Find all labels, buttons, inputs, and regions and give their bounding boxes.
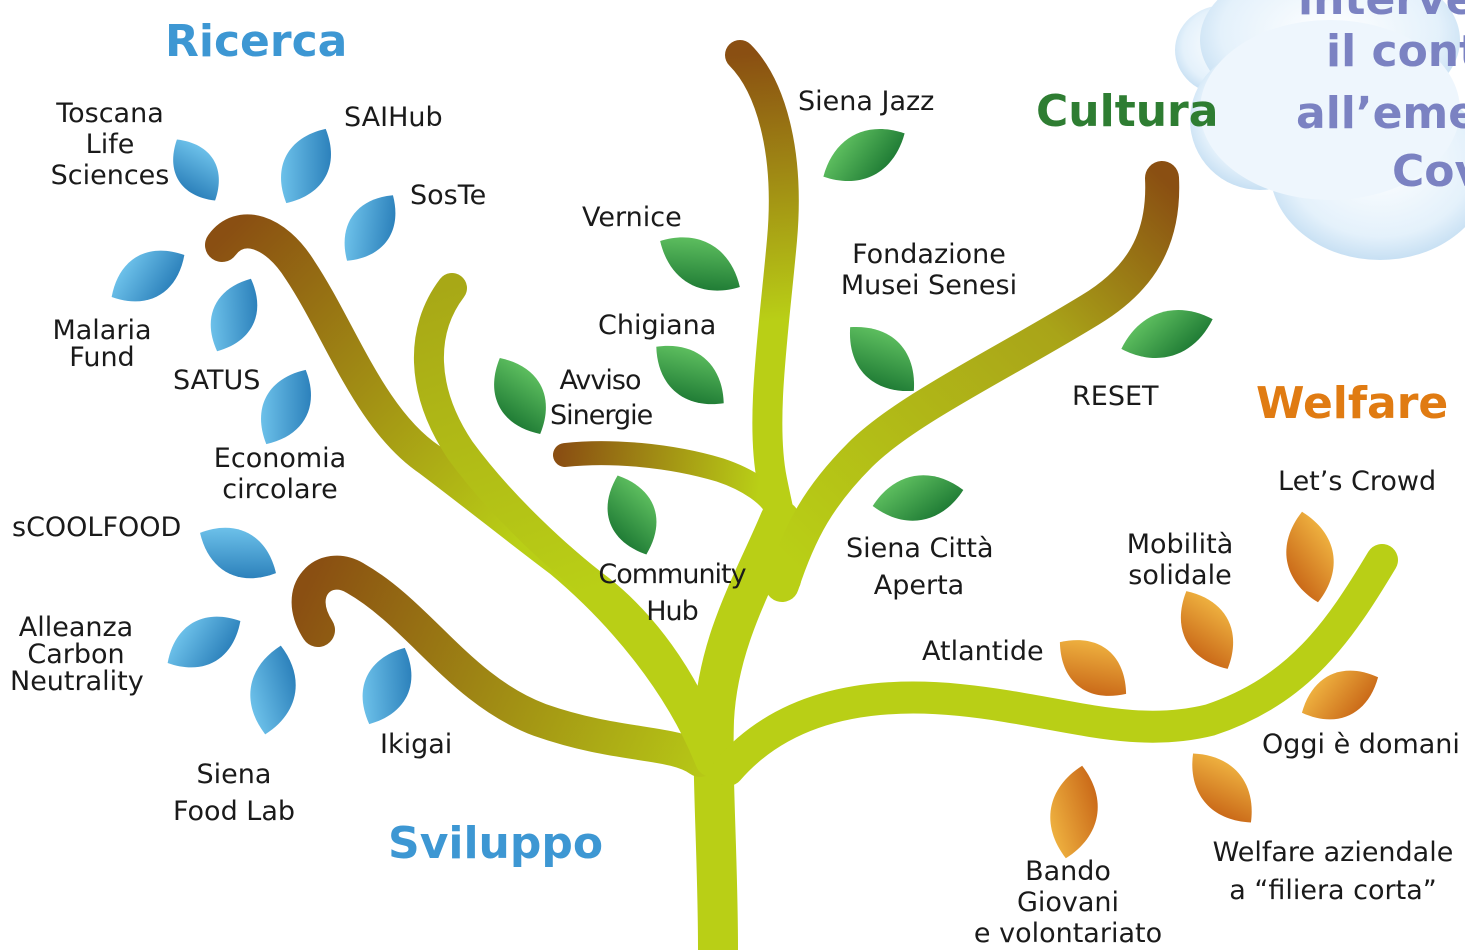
label-line: Neutrality	[10, 666, 144, 697]
label-line: Hub	[646, 596, 699, 627]
leaf-avviso-sinergie	[494, 358, 546, 434]
category-cultura: Cultura	[1036, 86, 1219, 137]
label-line: Sciences	[50, 160, 170, 191]
leaf-lets-crowd	[1286, 511, 1334, 603]
branch-sviluppo	[291, 555, 717, 777]
label-line: Bando	[1025, 856, 1111, 887]
category-ricerca: Ricerca	[165, 16, 348, 67]
label-line: Musei Senesi	[840, 270, 1018, 301]
label-ikigai: Ikigai	[380, 729, 453, 760]
label-line: Aperta	[873, 570, 965, 601]
leaf-toscana-life-sciences	[173, 139, 219, 201]
label-economia-circolare: Economia circolare	[210, 443, 350, 505]
cloud-text-line-3: all’eme	[1296, 88, 1465, 139]
leaf-siena-jazz	[823, 129, 905, 181]
label-scoolfood: sCOOLFOOD	[12, 512, 182, 543]
label-fondazione-musei-senesi: Fondazione Musei Senesi	[840, 239, 1018, 301]
leaf-soste	[344, 195, 396, 261]
leaf-malaria-fund	[111, 250, 185, 302]
label-line: Welfare aziendale	[1212, 837, 1454, 868]
label-line: Economia	[213, 443, 347, 474]
label-line: Toscana	[56, 98, 164, 129]
label-line: Sinergie	[550, 400, 653, 431]
label-satus: SATUS	[173, 365, 261, 396]
label-chigiana: Chigiana	[598, 310, 717, 341]
label-welfare-aziendale: Welfare aziendale a “filiera corta”	[1210, 834, 1456, 910]
label-soste: SosTe	[410, 180, 487, 211]
leaf-ikigai	[362, 647, 412, 725]
label-mobilita-solidale: Mobilità solidale	[1122, 529, 1238, 591]
label-vernice: Vernice	[582, 202, 682, 233]
leaf-vernice	[660, 237, 740, 291]
label-oggi-e-domani: Oggi è domani	[1262, 729, 1460, 760]
leaf-reset	[1121, 310, 1213, 358]
cloud-text-line-2: il cont	[1326, 26, 1465, 77]
leaf-fondazione-musei	[850, 327, 914, 391]
leaf-saihub	[281, 128, 331, 204]
leaf-welfare-aziendale	[1192, 753, 1252, 823]
label-bando-giovani-volontariato: Bando Giovani e volontariato	[970, 856, 1166, 949]
label-line: a “filiera corta”	[1229, 875, 1437, 906]
label-reset: RESET	[1072, 381, 1159, 412]
label-line: Food Lab	[172, 796, 296, 827]
label-lets-crowd: Let’s Crowd	[1278, 466, 1437, 497]
leaf-mobilita-solidale	[1180, 591, 1234, 669]
leaf-scoolfood	[200, 527, 276, 579]
label-line: Life	[85, 129, 135, 160]
label-line: Siena Città	[846, 533, 994, 564]
category-sviluppo: Sviluppo	[388, 818, 604, 869]
label-line: Mobilità	[1126, 529, 1234, 560]
leaf-bando-giovani	[1050, 765, 1098, 859]
label-atlantide: Atlantide	[922, 636, 1044, 667]
cloud-text-line-4: Cov	[1392, 146, 1465, 197]
leaf-atlantide	[1059, 640, 1127, 696]
label-line: solidale	[1128, 560, 1232, 591]
label-alleanza-carbon-neutrality: Alleanza Carbon Neutrality	[10, 612, 144, 697]
label-line: e volontariato	[973, 918, 1163, 949]
leaves	[111, 128, 1379, 859]
branch-welfare	[712, 544, 1398, 786]
label-malaria-fund: Malaria Fund	[50, 315, 154, 373]
label-line: circolare	[222, 474, 338, 505]
label-line: Carbon	[27, 639, 125, 670]
branch-ricerca-inner	[414, 273, 729, 775]
label-line: Siena	[196, 759, 272, 790]
tree-branches	[205, 40, 1398, 950]
leaf-satus	[210, 278, 258, 352]
leaf-siena-citta-aperta	[872, 475, 964, 521]
label-line: Avviso	[559, 365, 642, 396]
label-line: Fund	[69, 342, 135, 373]
label-siena-jazz: Siena Jazz	[798, 86, 935, 117]
label-line: Fondazione	[852, 239, 1006, 270]
label-line: Community	[598, 559, 746, 590]
category-welfare: Welfare	[1256, 378, 1449, 429]
cloud-shape	[1175, 0, 1465, 260]
label-community-hub: Community Hub	[598, 556, 746, 630]
cloud-text-line-1: interve	[1298, 0, 1465, 22]
branch-avviso	[553, 441, 790, 522]
leaf-oggi-e-domani	[1301, 670, 1379, 720]
label-avviso-sinergie: Avviso Sinergie	[550, 365, 653, 431]
branch-cultura	[765, 161, 1180, 602]
label-line: Giovani	[1016, 887, 1120, 918]
label-toscana-life-sciences: Toscana Life Sciences	[50, 98, 170, 191]
label-saihub: SAIHub	[344, 102, 443, 133]
leaf-community-hub	[607, 475, 657, 555]
leaf-alleanza-carbon	[167, 616, 241, 668]
label-siena-citta-aperta: Siena Città Aperta	[846, 530, 994, 604]
label-line: Alleanza	[18, 612, 134, 643]
leaf-chigiana	[656, 345, 724, 405]
leaf-siena-food-lab	[250, 645, 296, 735]
leaf-economia-circolare	[261, 369, 311, 445]
label-line: Malaria	[52, 315, 152, 346]
label-siena-food-lab: Siena Food Lab	[166, 756, 302, 830]
